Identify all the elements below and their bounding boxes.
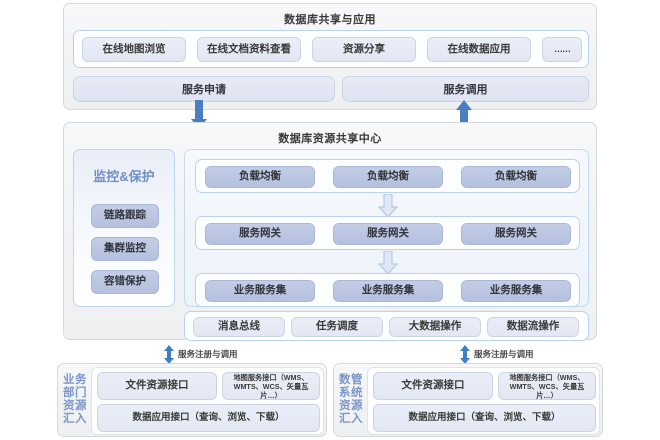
bottom-right-panel: 数管 系统 资源 汇入 文件资源接口 地图服务接口（WMS、WMTS、WCS、矢… xyxy=(333,363,603,437)
bidirectional-arrow-left xyxy=(164,345,174,364)
side-label-line-2: 系统 xyxy=(339,387,363,400)
monitor-item-cluster-monitor[interactable]: 集群监控 xyxy=(91,237,159,261)
load-balancer-row: 负载均衡 负载均衡 负载均衡 xyxy=(195,159,580,193)
bottom-left-content-box: 文件资源接口 地图服务接口（WMS、WMTS、WCS、矢量瓦片…） 数据应用接口… xyxy=(91,367,324,435)
middleware-datastream-ops[interactable]: 数据流操作 xyxy=(487,317,579,337)
services-group-box: 负载均衡 负载均衡 负载均衡 服务网关 服务网关 服务网关 业务服务集 业务服务… xyxy=(184,149,589,307)
middleware-bar-container: 消息总线 任务调度 大数据操作 数据流操作 xyxy=(184,311,589,341)
side-label-line-4: 汇入 xyxy=(63,412,87,425)
service-gateway-row: 服务网关 服务网关 服务网关 xyxy=(195,216,580,250)
center-section-title: 数据库资源共享中心 xyxy=(278,133,382,145)
center-section-panel: 数据库资源共享中心 监控&保护 链路跟踪 集群监控 容错保护 负载均衡 负载均衡… xyxy=(63,122,597,341)
side-label-line-3: 资源 xyxy=(63,400,87,412)
app-chip-online-doc[interactable]: 在线文档资料查看 xyxy=(197,37,301,62)
service-gateway-node-2[interactable]: 服务网关 xyxy=(333,223,443,245)
app-chip-resource-share[interactable]: 资源分享 xyxy=(312,37,416,62)
bottom-left-side-label: 业务 部门 资源 汇入 xyxy=(61,367,89,433)
business-service-node-2[interactable]: 业务服务集 xyxy=(333,280,443,302)
down-arrow-service-request xyxy=(191,100,207,129)
app-chip-online-data[interactable]: 在线数据应用 xyxy=(427,37,531,62)
middleware-bigdata-ops[interactable]: 大数据操作 xyxy=(389,317,481,337)
bottom-right-content-box: 文件资源接口 地图服务接口（WMS、WMTS、WCS、矢量瓦片…） 数据应用接口… xyxy=(367,367,600,435)
load-balancer-node-1[interactable]: 负载均衡 xyxy=(205,166,315,188)
br-map-service-interface[interactable]: 地图服务接口（WMS、WMTS、WCS、矢量瓦片…） xyxy=(498,372,596,400)
service-gateway-node-3[interactable]: 服务网关 xyxy=(461,223,571,245)
monitor-protection-panel: 监控&保护 链路跟踪 集群监控 容错保护 xyxy=(73,149,175,307)
service-gateway-node-1[interactable]: 服务网关 xyxy=(205,223,315,245)
middleware-message-bus[interactable]: 消息总线 xyxy=(193,317,285,337)
bottom-left-panel: 业务 部门 资源 汇入 文件资源接口 地图服务接口（WMS、WMTS、WCS、矢… xyxy=(57,363,327,437)
business-service-node-1[interactable]: 业务服务集 xyxy=(205,280,315,302)
top-section-title: 数据库共享与应用 xyxy=(284,14,376,26)
business-service-row: 业务服务集 业务服务集 业务服务集 xyxy=(195,273,580,307)
bl-map-service-interface[interactable]: 地图服务接口（WMS、WMTS、WCS、矢量瓦片…） xyxy=(222,372,320,400)
monitor-item-link-trace[interactable]: 链路跟踪 xyxy=(91,204,159,228)
down-arrow-gateway-to-business xyxy=(378,251,398,275)
side-label-line-4: 汇入 xyxy=(339,412,363,425)
top-section-panel: 数据库共享与应用 在线地图浏览 在线文档资料查看 资源分享 在线数据应用 …… … xyxy=(63,3,597,110)
bottom-right-side-label: 数管 系统 资源 汇入 xyxy=(337,367,365,433)
br-data-application-interface[interactable]: 数据应用接口（查询、浏览、下载） xyxy=(373,404,596,432)
br-file-resource-interface[interactable]: 文件资源接口 xyxy=(373,372,493,400)
bl-data-application-interface[interactable]: 数据应用接口（查询、浏览、下载） xyxy=(97,404,320,432)
service-request-bar[interactable]: 服务申请 xyxy=(73,76,335,102)
bidirectional-arrow-right xyxy=(460,345,470,364)
register-label-right: 服务注册与调用 xyxy=(474,349,534,359)
business-service-node-3[interactable]: 业务服务集 xyxy=(461,280,571,302)
side-label-line-1: 数管 xyxy=(339,374,363,387)
register-label-left: 服务注册与调用 xyxy=(178,349,238,359)
up-arrow-service-invoke xyxy=(456,100,472,129)
top-apps-container: 在线地图浏览 在线文档资料查看 资源分享 在线数据应用 …… xyxy=(73,30,589,68)
load-balancer-node-3[interactable]: 负载均衡 xyxy=(461,166,571,188)
middleware-task-scheduler[interactable]: 任务调度 xyxy=(291,317,383,337)
load-balancer-node-2[interactable]: 负载均衡 xyxy=(333,166,443,188)
app-chip-more[interactable]: …… xyxy=(542,37,582,62)
bl-file-resource-interface[interactable]: 文件资源接口 xyxy=(97,372,217,400)
monitor-protection-title: 监控&保护 xyxy=(93,169,155,184)
side-label-line-2: 部门 xyxy=(63,387,87,400)
service-invoke-bar[interactable]: 服务调用 xyxy=(342,76,589,102)
app-chip-online-map[interactable]: 在线地图浏览 xyxy=(82,37,186,62)
monitor-item-fault-tolerance[interactable]: 容错保护 xyxy=(91,270,159,294)
down-arrow-lb-to-gateway xyxy=(378,194,398,218)
side-label-line-3: 资源 xyxy=(339,400,363,412)
side-label-line-1: 业务 xyxy=(63,374,87,387)
